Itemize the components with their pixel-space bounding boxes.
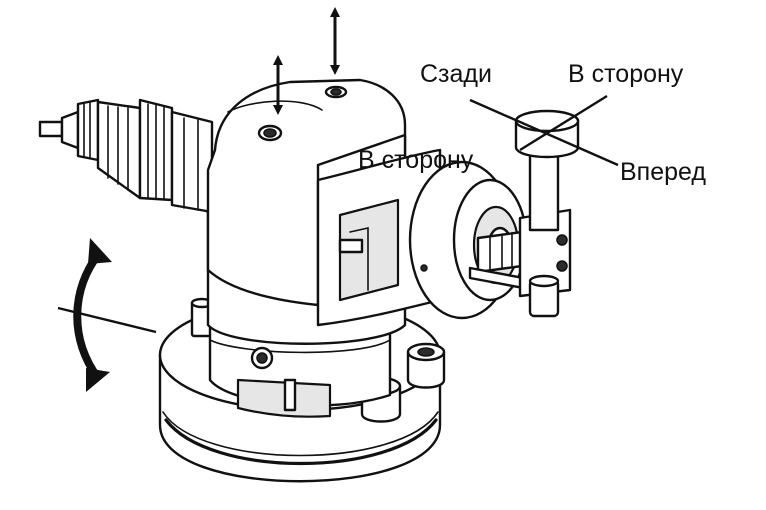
label-rear: Сзади <box>420 60 492 88</box>
label-side-right: В сторону <box>568 60 684 88</box>
curved-double-arrow-icon <box>57 238 157 392</box>
bolt-right <box>406 342 446 389</box>
direction-cross <box>469 94 619 167</box>
label-forward: Вперед <box>620 158 706 186</box>
side-line <box>519 94 608 152</box>
label-side-center: В сторону <box>358 146 474 174</box>
rear-forward-line <box>469 98 619 167</box>
inlet-fitting <box>38 98 214 214</box>
